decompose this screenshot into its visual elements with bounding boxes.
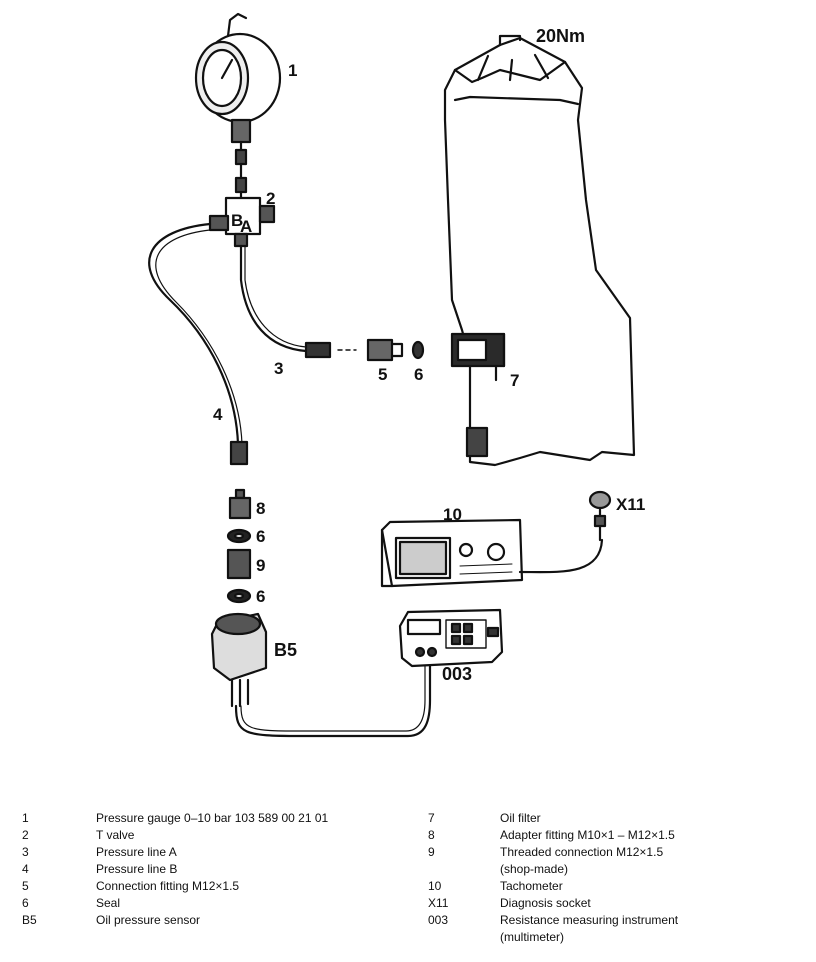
- callout-9: 9: [256, 556, 265, 575]
- legend-text-continued: (multimeter): [500, 930, 565, 944]
- adapter-fitting: [228, 488, 252, 520]
- legend-key: 1: [22, 811, 29, 825]
- legend-text: Pressure gauge 0–10 bar 103 589 00 21 01: [96, 811, 329, 825]
- callout-3: 3: [274, 359, 283, 378]
- t-valve-port-b: B: [231, 211, 243, 230]
- callout-8: 8: [256, 499, 265, 518]
- t-valve-port-a: A: [240, 217, 252, 236]
- callout-003: 003: [442, 664, 472, 684]
- legend-key: 003: [428, 913, 449, 927]
- callout-6-lower: 6: [256, 587, 265, 606]
- multimeter: [398, 608, 504, 668]
- torque-label: 20Nm: [536, 26, 585, 46]
- legend-text: Tachometer: [500, 879, 563, 893]
- callout-1: 1: [288, 61, 297, 80]
- legend-text: Diagnosis socket: [500, 896, 591, 910]
- seal: [411, 340, 425, 360]
- callout-5: 5: [378, 365, 387, 384]
- legend-key: 9: [428, 845, 435, 859]
- legend-text: T valve: [96, 828, 135, 842]
- legend-text: Adapter fitting M10×1 – M12×1.5: [500, 828, 675, 842]
- tachometer: [380, 518, 524, 588]
- legend: 1 Pressure gauge 0–10 bar 103 589 00 21 …: [0, 810, 816, 960]
- oil-filter: [443, 34, 636, 467]
- callout-2: 2: [266, 189, 275, 208]
- legend-key: 3: [22, 845, 29, 859]
- legend-key: 4: [22, 862, 29, 876]
- callout-b5: B5: [274, 640, 297, 660]
- callout-10: 10: [443, 505, 462, 524]
- t-valve: [208, 196, 276, 248]
- oil-pressure-sensor: [210, 612, 268, 708]
- pressure-gauge: [194, 12, 282, 202]
- pressure-line-a: [239, 244, 308, 353]
- callout-6-upper: 6: [256, 527, 265, 546]
- legend-key: 7: [428, 811, 435, 825]
- legend-key: X11: [428, 896, 449, 910]
- pressure-line-b: [148, 222, 240, 446]
- callout-x11: X11: [616, 495, 645, 514]
- legend-key: 2: [22, 828, 29, 842]
- diagnostic-setup-diagram: 1 2 B A 3 5 6 7 4 8 6 9 6 B5 10 X11 003 …: [148, 12, 645, 738]
- legend-text: Pressure line A: [96, 845, 177, 859]
- legend-key: 6: [22, 896, 29, 910]
- legend-key: B5: [22, 913, 37, 927]
- legend-text-continued: (shop-made): [500, 862, 569, 876]
- legend-key: 5: [22, 879, 29, 893]
- callout-4: 4: [213, 405, 223, 424]
- legend-text: Oil filter: [500, 811, 541, 825]
- callout-7: 7: [510, 371, 519, 390]
- legend-key: 8: [428, 828, 435, 842]
- callouts: 1 2 B A 3 5 6 7 4 8 6 9 6 B5 10 X11 003 …: [213, 26, 645, 684]
- threaded-connection: [226, 548, 252, 580]
- legend-text: Oil pressure sensor: [96, 913, 201, 927]
- connection-fitting: [366, 338, 394, 362]
- legend-text: Seal: [96, 896, 121, 910]
- legend-text: Threaded connection M12×1.5: [500, 845, 664, 859]
- legend-text: Resistance measuring instrument: [500, 913, 679, 927]
- callout-6-filter: 6: [414, 365, 423, 384]
- legend-key: 10: [428, 879, 442, 893]
- legend-text: Connection fitting M12×1.5: [96, 879, 240, 893]
- diagnosis-socket: [588, 490, 612, 542]
- legend-text: Pressure line B: [96, 862, 178, 876]
